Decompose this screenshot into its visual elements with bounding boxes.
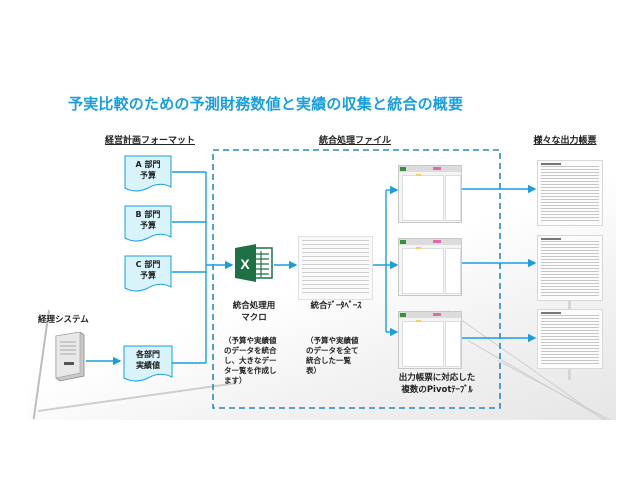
macro-desc-line: ター覧を作成し <box>224 366 277 375</box>
doc-label-line2: 実績値 <box>136 361 160 370</box>
output-report-thumbnail <box>537 235 603 301</box>
input-bus-connector <box>172 171 207 364</box>
macro-label-line2: マクロ <box>241 313 267 323</box>
document-icon <box>124 205 172 242</box>
doc-a-budget: A 部門予算 <box>124 155 172 192</box>
pivot-table-thumbnail <box>398 311 462 369</box>
pivot-label: 出力帳票に対応した 複数のPivotﾃｰﾌﾞﾙ <box>382 372 492 396</box>
doc-label-line1: B 部門 <box>135 210 161 219</box>
pivot-table-thumbnail <box>398 165 462 223</box>
diagram-title: 予実比較のための予測財務数値と実績の収集と統合の概要 <box>68 95 464 113</box>
heading-output-reports: 様々な出力帳票 <box>533 136 597 146</box>
macro-desc-line: のデータを統合 <box>224 346 277 355</box>
heading-process-file: 統合処理ファイル <box>318 136 391 146</box>
pivot-label-line2: 複数のPivotﾃｰﾌﾞﾙ <box>401 385 473 395</box>
doc-label-line1: 各部門 <box>136 350 160 359</box>
macro-label: 統合処理用 マクロ <box>222 300 286 324</box>
document-icon <box>124 155 172 192</box>
macro-label-line1: 統合処理用 <box>232 301 276 311</box>
macro-description: （予算や実績値 のデータを統合 し、大きなデー ター覧を作成し ます） <box>224 336 294 386</box>
accounting-system-label: 経理システム <box>38 315 89 325</box>
excel-icon: X <box>235 244 273 282</box>
output-report-thumbnail <box>537 309 603 369</box>
document-icon <box>123 345 173 382</box>
macro-desc-line: ます） <box>224 376 247 385</box>
doc-label-line1: A 部門 <box>135 160 161 169</box>
doc-b-budget: B 部門予算 <box>124 205 172 242</box>
document-icon <box>124 255 172 292</box>
database-desc-line: のデータを全て <box>306 346 359 355</box>
database-rows <box>302 240 369 296</box>
pivot-table-thumbnail <box>398 238 462 296</box>
database-description: （予算や実績値 のデータを全て 統合した一覧 表） <box>306 336 376 376</box>
output-report-thumbnail <box>537 160 603 226</box>
database-thumbnail <box>298 236 373 300</box>
pivot-label-line1: 出力帳票に対応した <box>398 373 476 383</box>
database-desc-line: （予算や実績値 <box>306 336 359 345</box>
database-desc-line: 統合した一覧 <box>306 356 351 365</box>
database-label: 統合ﾃﾞｰﾀﾍﾞｰｽ <box>310 301 362 311</box>
doc-actuals: 各部門実績値 <box>123 345 173 382</box>
doc-label-line2: 予算 <box>140 271 156 280</box>
doc-label-line2: 予算 <box>140 171 156 180</box>
server-icon <box>55 332 85 382</box>
doc-c-budget: C 部門予算 <box>124 255 172 292</box>
database-desc-line: 表） <box>306 366 321 375</box>
svg-text:X: X <box>240 256 250 272</box>
pivot-bus-connector <box>372 190 387 332</box>
doc-label-line1: C 部門 <box>135 260 161 269</box>
doc-label-line2: 予算 <box>140 221 156 230</box>
macro-desc-line: し、大きなデー <box>224 356 277 365</box>
macro-desc-line: （予算や実績値 <box>224 336 277 345</box>
heading-planning-format: 経営計画フォーマット <box>104 136 195 146</box>
process-file-container <box>212 149 501 409</box>
